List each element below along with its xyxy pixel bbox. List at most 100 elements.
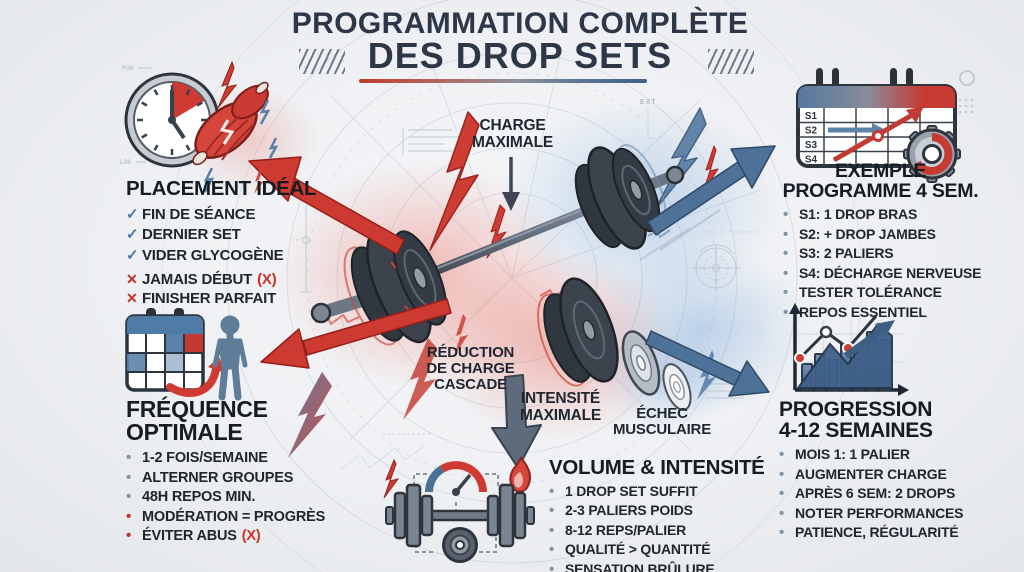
bullet-icon: • (549, 482, 555, 500)
bullet-icon: • (779, 504, 785, 522)
list-item: •8-12 REPS/PALIER (549, 522, 779, 539)
human-silhouette-icon (212, 315, 248, 401)
spark-bolts (203, 60, 279, 194)
arrow-down-to-volume (491, 374, 542, 469)
main-title-line2: DES DROP SETS (367, 35, 673, 76)
placement-list: ✓FIN DE SÉANCE✓DERNIER SET✓VIDER GLYCOGÈ… (126, 205, 346, 308)
list-item-text: 1 DROP SET SUFFIT (565, 482, 698, 499)
section-title-line: FRÉQUENCE (126, 396, 268, 422)
section-title: FRÉQUENCE OPTIMALE (126, 398, 361, 444)
bullet-icon: • (783, 303, 789, 321)
title-underline (359, 79, 647, 83)
bullet-icon: • (779, 465, 785, 483)
dumbbell-icon (385, 483, 535, 548)
list-item: •MOIS 1: 1 PALIER (779, 446, 1019, 463)
list-item-text: QUALITÉ > QUANTITÉ (565, 541, 711, 557)
list-item-text: S4: DÉCHARGE NERVEUSE (799, 264, 982, 281)
list-item: • S3: 2 PALIERS (783, 245, 1008, 262)
bullet-icon: • (783, 264, 789, 282)
label-line: DE CHARGE (426, 360, 515, 378)
list-item: ✓DERNIER SET (126, 225, 346, 243)
list-item: • SENSATION BRÛLURE (549, 561, 779, 572)
label-line: MUSCULAIRE (613, 421, 711, 439)
calendar-icon (125, 308, 205, 392)
gear-icon (903, 125, 961, 183)
list-item-warning: (X) (257, 270, 277, 288)
main-title-line1: PROGRAMMATION COMPLÈTE (291, 7, 749, 40)
check-icon: ✓ (126, 246, 139, 264)
list-item-text: JAMAIS DÉBUT (142, 270, 253, 288)
data-point (794, 352, 806, 364)
arrow-to-frequence (260, 298, 452, 369)
list-item: ✓VIDER GLYCOGÈNE (126, 246, 346, 264)
muscle-icon (192, 81, 269, 166)
list-item-text: 2-3 PALIERS POIDS (565, 502, 693, 518)
calendar-row-s3: S3 (805, 140, 818, 151)
list-item: •PATIENCE, RÉGULARITÉ (779, 524, 1019, 541)
bullet-icon: • (126, 527, 132, 544)
frequence-list: •1-2 FOIS/SEMAINE•ALTERNER GROUPES•48H R… (126, 449, 361, 544)
label-charge-maximale: CHARGE MAXIMALE (445, 117, 580, 151)
list-item-text: AUGMENTER CHARGE (795, 465, 947, 482)
check-icon: ✓ (126, 205, 139, 223)
section-title-line: VOLUME & INTENSITÉ (549, 456, 765, 479)
weight-plate-icon (442, 527, 478, 563)
exemple-list: •S1: 1 DROP BRAS •S2: + DROP JAMBES • S3: 2… (753, 206, 1008, 321)
check-icon: ✓ (126, 226, 139, 243)
bullet-icon: • (783, 284, 789, 301)
list-item: •S1: 1 DROP BRAS (783, 206, 1008, 223)
growth-arrow-icon (843, 320, 895, 359)
bullet-icon: • (783, 206, 789, 223)
list-item: •APRÈS 6 SEM: 2 DROPS (779, 485, 1019, 502)
label-line: MAXIMALE (519, 406, 602, 424)
bullet-icon: • (126, 468, 132, 486)
list-item: • REPOS ESSENTIEL (783, 304, 1008, 321)
bullet-icon: • (126, 488, 132, 505)
frequency-calendar-icon (125, 308, 248, 401)
list-item: ✕JAMAIS DÉBUT(X) (126, 271, 346, 288)
list-item: •ÉVITER ABUS(X) (126, 527, 361, 544)
list-item: •QUALITÉ > QUANTITÉ (549, 541, 779, 558)
volume-list: • 1 DROP SET SUFFIT • 2-3 PALIERS POIDS •8-1… (549, 483, 779, 572)
label-reduction-cascade: RÉDUCTION DE CHARGE CASCADE (403, 344, 538, 393)
arrow-to-exemple (647, 145, 776, 236)
list-item: •48H REPOS MIN. (126, 488, 361, 505)
arrow-to-placement (248, 156, 405, 255)
bullet-icon: • (783, 245, 789, 262)
label-line: MAXIMALE (471, 133, 554, 151)
section-title-line: PLACEMENT IDÉAL (126, 177, 317, 200)
section-volume-intensite: VOLUME & INTENSITÉ • 1 DROP SET SUFFIT • 2-… (549, 456, 779, 572)
chart-trend-line (798, 315, 878, 360)
cross-icon: ✕ (126, 290, 138, 306)
list-item: •S2: + DROP JAMBES (783, 226, 1008, 243)
list-item-text: MOIS 1: 1 PALIER (795, 446, 910, 462)
label-line: CHARGE (479, 117, 546, 134)
label-echec-musculaire: ÉCHEC MUSCULAIRE (602, 405, 722, 439)
list-item-text: NOTER PERFORMANCES (795, 504, 964, 521)
list-item-text: TESTER TOLÉRANCE (799, 284, 942, 300)
list-item: • S4: DÉCHARGE NERVEUSE (783, 265, 1008, 282)
section-frequence-optimale: FRÉQUENCE OPTIMALE •1-2 FOIS/SEMAINE•ALT… (126, 398, 361, 547)
section-title-line: PROGRAMME 4 SEM. (782, 179, 979, 202)
list-item-text: REPOS ESSENTIEL (799, 303, 927, 320)
bullet-icon: • (549, 560, 555, 572)
list-item-text: FINISHER PARFAIT (142, 290, 277, 307)
bullet-icon: • (779, 524, 785, 541)
list-item: •ALTERNER GROUPES (126, 469, 361, 486)
section-title-line: 4-12 SEMAINES (779, 419, 933, 442)
section-title-line: OPTIMALE (126, 419, 243, 445)
list-item-warning: (X) (241, 528, 261, 544)
list-item-text: S3: 2 PALIERS (799, 245, 894, 261)
list-item: •MODÉRATION = PROGRÈS (126, 508, 361, 525)
l06-deco-label: L06 (120, 159, 131, 166)
label-line: INTENSITÉ (520, 390, 601, 407)
hatch-decoration-left (299, 49, 345, 74)
section-title-line: PROGRESSION (779, 398, 933, 421)
faint-gear-deco (959, 70, 975, 86)
gauge-icon (425, 461, 487, 496)
clock-muscle-icon: F00 L06 (120, 60, 279, 194)
label-intensite-maximale: INTENSITÉ MAXIMALE (498, 390, 623, 424)
list-item-text: SENSATION BRÛLURE (565, 560, 715, 572)
